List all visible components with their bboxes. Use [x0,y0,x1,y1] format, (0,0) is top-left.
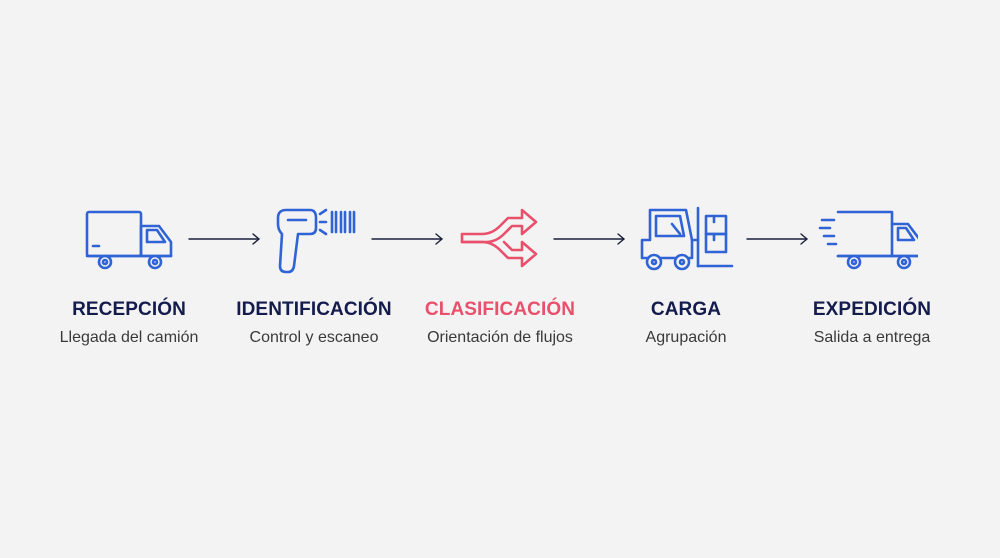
step-subtitle-recepcion: Llegada del camión [59,329,199,346]
step-subtitle-identificacion: Control y escaneo [249,329,379,346]
step-title-expedicion: EXPEDICIÓN [812,299,932,320]
forklift-icon [636,200,736,280]
truck-icon [79,200,179,280]
step-title-clasificacion: CLASIFICACIÓN [424,299,576,320]
step-title-identificacion: IDENTIFICACIÓN [236,299,392,320]
step-subtitle-clasificacion: Orientación de flujos [427,329,573,346]
connector-arrow [746,229,810,249]
step-subtitle-expedicion: Salida a entrega [813,329,931,346]
barcode-scanner-icon [264,200,364,280]
connector-arrow [553,229,627,249]
step-title-carga: CARGA [650,299,722,320]
step-title-recepcion: RECEPCIÓN [72,299,186,320]
fast-delivery-truck-icon [818,200,918,280]
connector-arrow [371,229,445,249]
connector-arrow [188,229,262,249]
step-subtitle-carga: Agrupación [645,329,727,346]
split-arrows-icon [452,200,552,280]
